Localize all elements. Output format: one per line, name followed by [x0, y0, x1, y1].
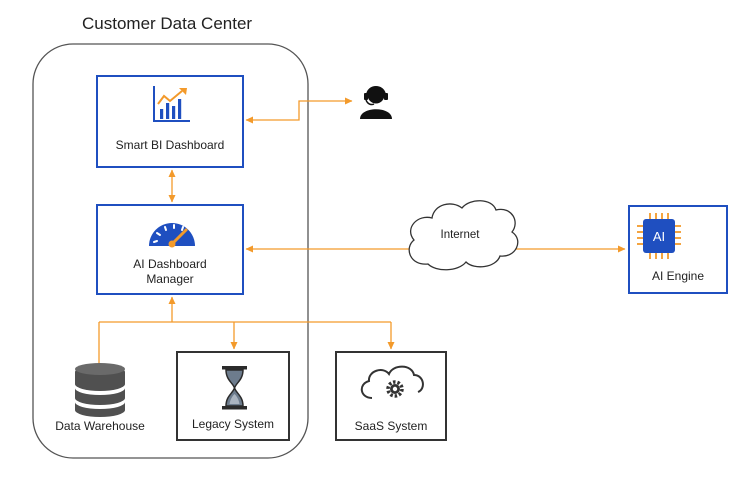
database-icon	[75, 363, 125, 417]
smart-bi-dashboard-label: Smart BI Dashboard	[115, 138, 225, 152]
hourglass-icon	[222, 366, 247, 410]
cloud-icon	[408, 200, 519, 271]
ai-chip-icon: AI	[637, 213, 681, 259]
ai-dashboard-manager-label-line2: Manager	[146, 272, 194, 286]
support-agent-icon	[360, 86, 392, 119]
ai-chip-text: AI	[653, 229, 665, 244]
ai-dashboard-manager-box[interactable]	[96, 204, 244, 295]
bar-chart-trend-icon	[153, 86, 190, 122]
saas-system-label: SaaS System	[354, 419, 428, 433]
ai-engine-label: AI Engine	[651, 269, 705, 283]
connector-bi-to-user	[245, 97, 353, 124]
cloud-gear-icon	[360, 365, 424, 399]
internet-label: Internet	[440, 229, 480, 241]
data-warehouse-label: Data Warehouse	[55, 419, 145, 433]
ai-dashboard-manager-label-line1: AI Dashboard	[133, 257, 207, 271]
legacy-system-label: Legacy System	[191, 417, 275, 431]
customer-data-center-title: Customer Data Center	[82, 14, 253, 33]
smart-bi-dashboard-box[interactable]	[96, 75, 244, 168]
speedometer-gauge-icon	[149, 223, 195, 248]
